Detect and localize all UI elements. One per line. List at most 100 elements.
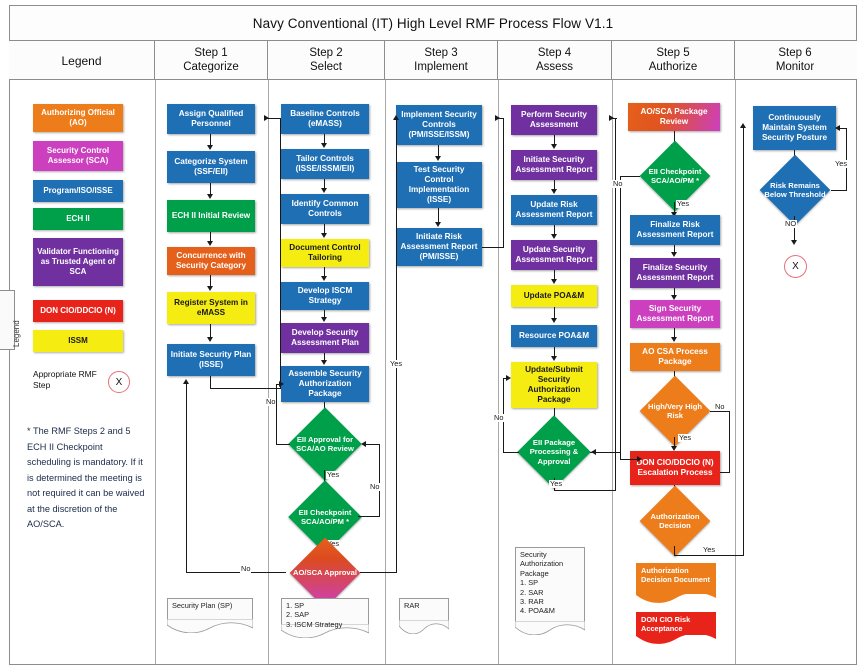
column-header-legend-label: Legend <box>61 53 102 68</box>
column-header-step-5-word: Authorize <box>648 61 698 73</box>
step2-node-develop-security-assessment-plan: Develop Security Assessment Plan <box>281 323 369 353</box>
step3-node-test-security-control-implementation: Test Security Control Implementation (IS… <box>396 162 482 208</box>
connector <box>324 224 326 236</box>
step5-decision-authorization-decision: Authorization Decision <box>638 485 712 557</box>
connector <box>324 353 326 363</box>
edge-label-yes: Yes <box>326 539 341 548</box>
connector <box>358 516 380 518</box>
column-separator-2 <box>268 80 269 664</box>
connector <box>554 408 556 422</box>
connector <box>713 472 730 474</box>
step6-marker-x: X <box>784 255 807 278</box>
legend-swatch-validator: Validator Functioning as Trusted Agent o… <box>33 238 123 286</box>
connector <box>438 208 440 225</box>
step5-node-sign-security-assessment-report: Sign Security Assessment Report <box>630 300 720 328</box>
edge-label-yes: Yes <box>389 359 404 368</box>
step4-node-update-risk-assessment-report: Update Risk Assessment Report <box>511 195 597 225</box>
column-separator-1 <box>155 80 156 664</box>
column-header-step-3-num: Step 3 <box>424 47 458 59</box>
column-header-step-6-word: Monitor <box>775 61 815 73</box>
arrow-down-icon <box>671 252 677 257</box>
connector <box>210 388 281 390</box>
arrow-down-icon <box>207 145 213 150</box>
edge-label-no: No <box>369 482 381 491</box>
column-separator-4 <box>498 80 499 664</box>
connector <box>503 118 505 248</box>
connector <box>554 490 616 492</box>
step5-document-label-1: Authorization Decision Document <box>641 566 710 585</box>
step1-node-initiate-security-plan: Initiate Security Plan (ISSE) <box>167 344 255 376</box>
edge-label-no: No <box>265 397 277 406</box>
connector <box>743 128 745 556</box>
step5-document-label-2: DON CIO Risk Acceptance <box>641 615 691 634</box>
connector <box>674 328 676 340</box>
arrow-down-icon <box>207 286 213 291</box>
edge-label-no: NO <box>784 219 798 228</box>
connector <box>210 134 212 148</box>
step5-document-authorization-decision-document: Authorization Decision Document <box>636 563 716 603</box>
connector <box>674 555 744 557</box>
edge-label-no: No <box>714 402 726 411</box>
arrow-up-icon <box>393 115 399 120</box>
column-header-step-6: Step 6 Monitor <box>735 41 855 80</box>
column-header-step-5: Step 5 Authorize <box>612 41 735 80</box>
connector <box>831 190 847 192</box>
legend-rmf-step-label: Appropriate RMF Step <box>33 369 97 390</box>
connector <box>710 411 730 413</box>
step2-node-develop-iscm-strategy: Develop ISCM Strategy <box>281 282 369 310</box>
step2-decision-eii-checkpoint: EII Checkpoint SCA/AO/PM * <box>288 480 362 554</box>
edge-label-yes: Yes <box>676 199 691 208</box>
connector <box>620 459 640 461</box>
column-header-step-4-word: Assess <box>535 61 574 73</box>
column-header-step-3: Step 3 Implement <box>385 41 498 80</box>
step5-node-ao-sca-package-review: AO/SCA Package Review <box>628 103 720 131</box>
document-wave-icon <box>636 630 716 644</box>
column-separator-3 <box>385 80 386 664</box>
step1-node-ech-ii-initial-review: ECH II Initial Review <box>167 200 255 232</box>
legend-footnote: * The RMF Steps 2 and 5 ECH II Checkpoin… <box>27 426 145 529</box>
connector <box>674 546 676 556</box>
arrow-down-icon <box>207 194 213 199</box>
column-separator-5 <box>612 80 613 664</box>
document-wave-icon <box>399 620 449 634</box>
connector <box>280 118 282 389</box>
arrow-right-icon <box>637 456 642 462</box>
step1-node-categorize-system: Categorize System (SSF/EII) <box>167 151 255 183</box>
column-header-step-1-num: Step 1 <box>194 47 228 59</box>
arrow-down-icon <box>551 234 557 239</box>
step2-node-tailor-controls: Tailor Controls (ISSE/ISSM/EII) <box>281 149 369 179</box>
arrow-down-icon <box>551 279 557 284</box>
column-header-step-2-num: Step 2 <box>309 47 343 59</box>
arrow-down-icon <box>671 295 677 300</box>
arrow-down-icon <box>321 276 327 281</box>
document-wave-icon <box>515 621 585 635</box>
connector <box>365 444 380 446</box>
arrow-down-icon <box>551 356 557 361</box>
column-header-step-6-num: Step 6 <box>778 47 812 59</box>
edge-label-yes: Yes <box>702 545 717 554</box>
arrow-down-icon <box>671 212 677 217</box>
connector <box>210 232 212 244</box>
step2-node-assemble-security-authorization-package: Assemble Security Authorization Package <box>281 366 369 402</box>
connector <box>497 118 504 120</box>
column-header-step-3-word: Implement <box>414 61 468 73</box>
connector <box>210 324 212 340</box>
step2-decision-eii-approval: EII Approval for SCA/AO Review <box>288 407 362 481</box>
step2-document-package-list: 1. SP 2. SAP 3. ISCM Strategy <box>281 598 369 638</box>
arrow-left-icon <box>361 441 366 447</box>
step1-node-register-system-emass: Register System in eMASS <box>167 292 255 324</box>
arrow-right-icon <box>264 115 269 121</box>
edge-label-yes: Yes <box>834 159 849 168</box>
step5-node-finalize-risk-assessment-report: Finalize Risk Assessment Report <box>630 215 720 245</box>
step1-node-assign-qualified-personnel: Assign Qualified Personnel <box>167 104 255 134</box>
connector <box>554 135 556 147</box>
connector <box>674 437 676 449</box>
arrow-right-icon <box>279 381 284 387</box>
column-header-step-5-num: Step 5 <box>656 47 690 59</box>
step1-document-label: Security Plan (SP) <box>172 601 233 610</box>
column-header-legend: Legend <box>9 41 155 80</box>
step1-document-security-plan: Security Plan (SP) <box>167 598 253 633</box>
legend-swatch-ech-ii: ECH II <box>33 208 123 230</box>
step2-node-document-control-tailoring: Document Control Tailoring <box>281 239 369 267</box>
